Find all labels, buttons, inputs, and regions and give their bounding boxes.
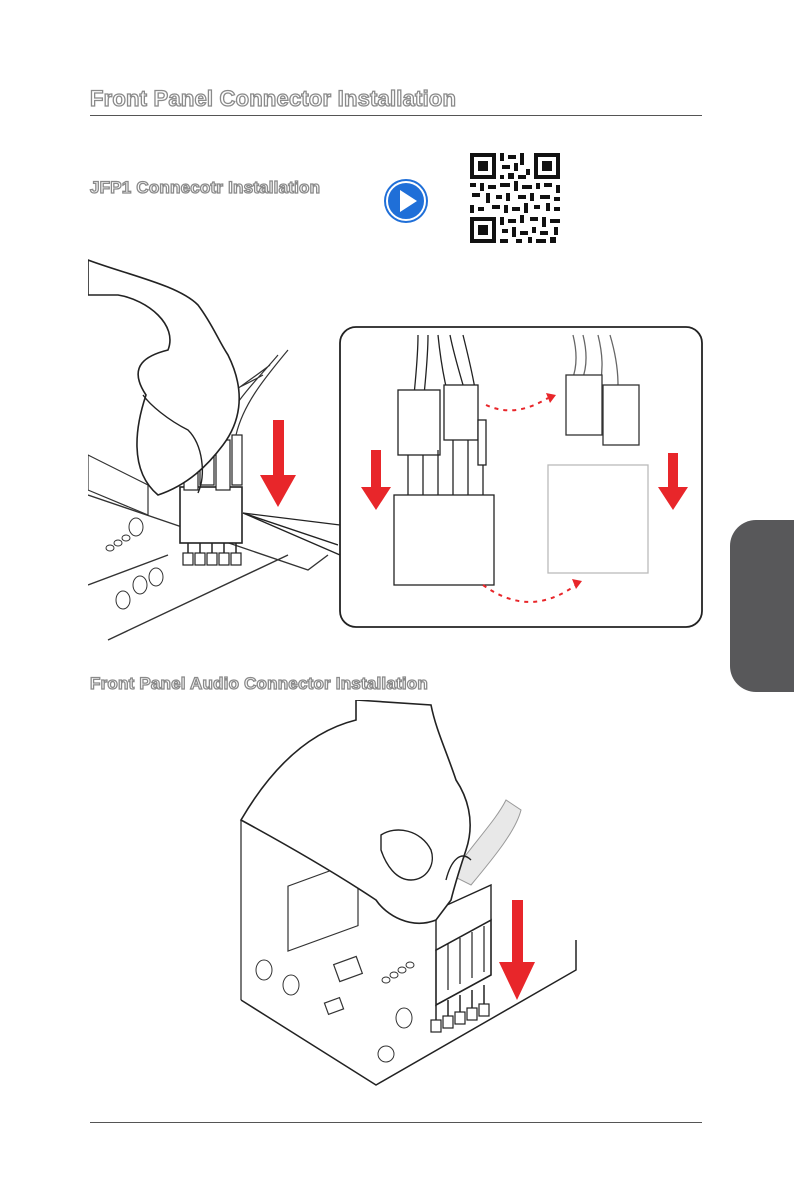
footer-rule [90,1122,702,1123]
jfp1-section-heading: JFP1 Connecotr Installation [90,178,320,198]
audio-installation-illustration [236,700,586,1095]
audio-section-heading: Front Panel Audio Connector Installation [90,674,428,694]
title-rule [90,115,702,116]
play-icon[interactable] [383,178,429,224]
side-tab [730,520,794,692]
jfp1-installation-illustration [88,255,708,645]
page-title: Front Panel Connector Installation [90,86,456,112]
motherboard [88,260,338,640]
qr-code-icon[interactable] [470,153,560,243]
